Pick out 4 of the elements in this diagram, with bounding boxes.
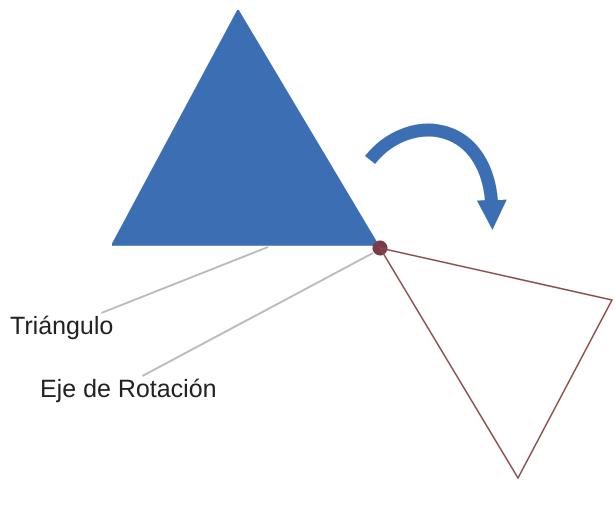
leader-line: [142, 252, 374, 377]
label-text: Eje de Rotación: [40, 375, 217, 404]
label-text: Triángulo: [10, 312, 114, 341]
leader-line: [100, 246, 268, 314]
